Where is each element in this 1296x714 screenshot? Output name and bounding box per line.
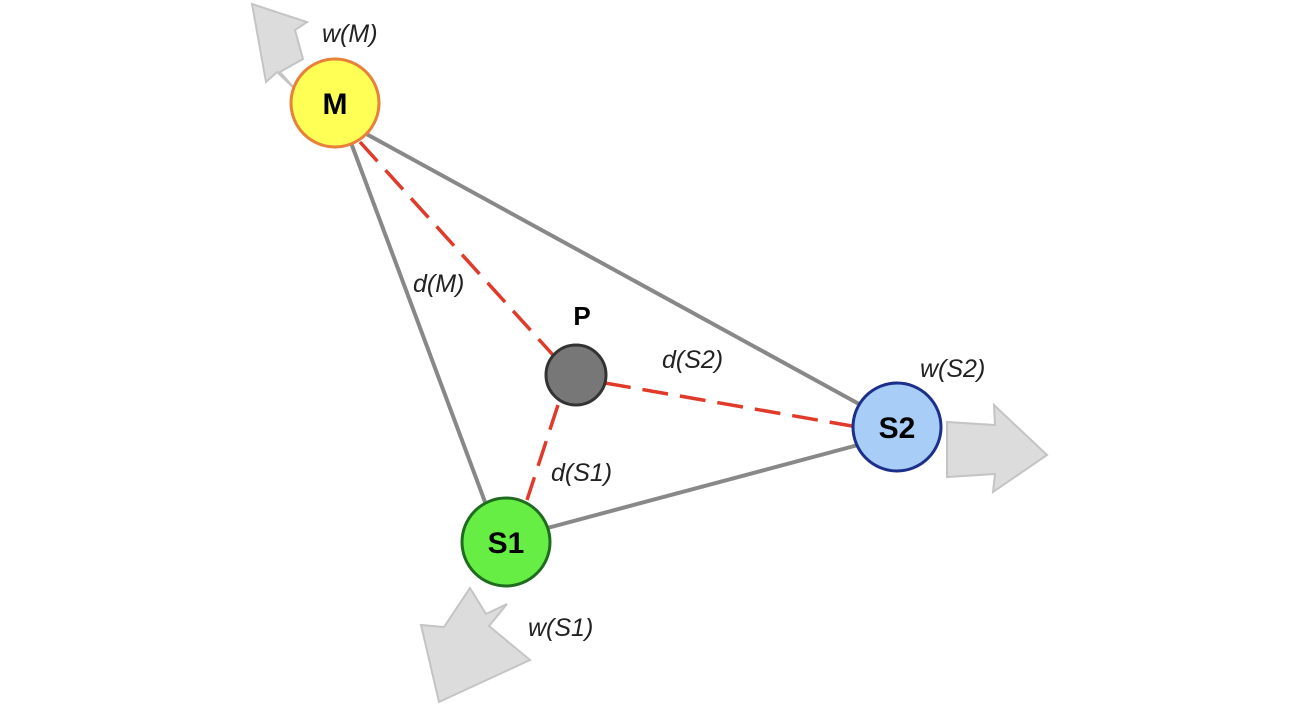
distance-label-s1: d(S1) [551, 459, 612, 487]
edge-m-s2 [349, 123, 871, 412]
node-m-label: M [323, 88, 348, 121]
distance-label-s2: d(S2) [662, 346, 723, 374]
node-s2-label: S2 [879, 412, 916, 445]
distance-line-m [358, 140, 555, 357]
node-s1-label: S1 [488, 527, 525, 560]
distance-line-s1 [525, 404, 560, 501]
node-p: P [544, 301, 608, 407]
node-m-circle [289, 57, 381, 149]
weight-label-m: w(M) [322, 20, 378, 48]
node-s2-circle [851, 381, 943, 473]
node-s1-circle [460, 496, 552, 588]
node-s1: S1 [460, 496, 552, 588]
weight-label-s1: w(S1) [528, 614, 593, 642]
distance-label-m: d(M) [413, 270, 464, 298]
weight-arrow-s1 [419, 586, 532, 704]
weight-arrow-m [250, 2, 310, 91]
weight-label-s2: w(S2) [920, 355, 985, 383]
weight-arrow-s2 [946, 402, 1049, 495]
node-p-label: P [573, 301, 590, 331]
node-p-circle [544, 343, 608, 407]
edge-m-s1 [348, 139, 490, 511]
node-m: M [289, 57, 381, 149]
edge-s1-s2 [539, 443, 859, 532]
distance-line-s2 [604, 381, 853, 428]
node-s2: S2 [851, 381, 943, 473]
